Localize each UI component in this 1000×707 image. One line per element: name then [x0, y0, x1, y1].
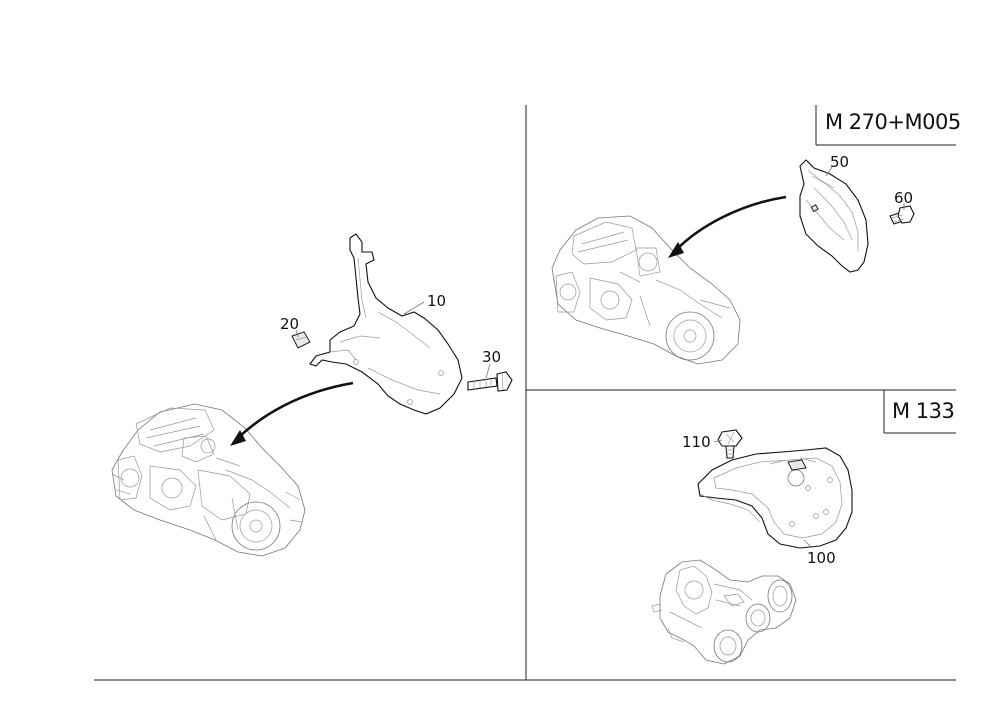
model-label-box-m270: M 270+M005 — [815, 105, 961, 146]
callout-20: 20 — [280, 315, 299, 333]
bottom-right-section: 110 100 — [651, 429, 853, 665]
turbocharger-illustration — [651, 559, 797, 665]
heat-shield-50 — [799, 159, 869, 273]
leader-lines-left — [295, 301, 491, 379]
engine-illustration-left — [111, 403, 306, 557]
install-arrow-left — [230, 381, 354, 446]
callout-10: 10 — [427, 292, 446, 310]
callout-30: 30 — [482, 348, 501, 366]
callout-110: 110 — [682, 433, 711, 451]
top-right-section: 50 60 — [551, 153, 915, 365]
model-label-m270: M 270+M005 — [825, 110, 961, 134]
callout-60: 60 — [894, 189, 913, 207]
install-arrow-top-right — [668, 195, 787, 258]
bolt-110 — [717, 429, 743, 459]
leader-lines-top-right — [825, 166, 905, 210]
model-label-m133: M 133 — [892, 399, 954, 423]
leader-lines-bottom-right — [713, 439, 813, 549]
clip-20 — [291, 331, 311, 349]
callout-50: 50 — [830, 153, 849, 171]
model-label-box-m133: M 133 — [883, 390, 956, 434]
bolt-60 — [889, 205, 915, 225]
callout-100: 100 — [807, 549, 836, 567]
engine-illustration-top-right — [551, 215, 741, 365]
bolt-30 — [467, 371, 513, 392]
heat-shield-10 — [309, 233, 463, 415]
heat-shield-100 — [697, 447, 853, 549]
left-section: 10 20 30 — [111, 233, 513, 557]
